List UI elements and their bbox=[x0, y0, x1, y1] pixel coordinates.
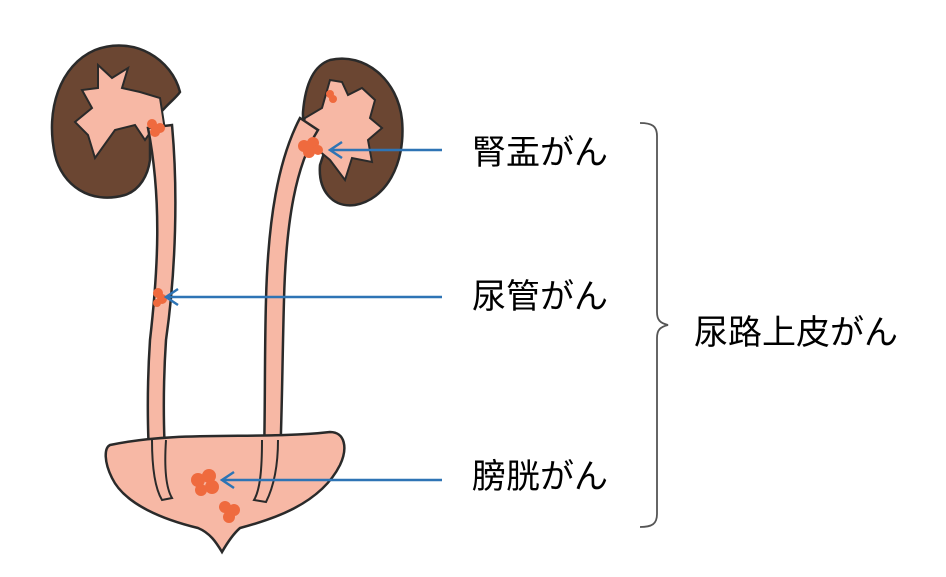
label-ureter-cancer: 尿管がん bbox=[472, 277, 608, 317]
tumor-bladder-1 bbox=[191, 469, 219, 496]
tumor-bladder-2 bbox=[219, 501, 240, 523]
arrow-bladder bbox=[219, 470, 442, 490]
right-ureter-in-bladder bbox=[252, 439, 279, 504]
tumor-right-pelvis bbox=[298, 137, 323, 158]
tumor-right-kidney-top bbox=[326, 90, 337, 103]
arrow-ureter bbox=[163, 287, 442, 307]
label-urothelial-cancer: 尿路上皮がん bbox=[694, 313, 898, 353]
label-bladder-cancer: 膀胱がん bbox=[472, 457, 608, 497]
arrow-renal-pelvis bbox=[327, 140, 442, 160]
label-renal-pelvis-cancer: 腎盂がん bbox=[472, 133, 608, 173]
tumor-left-pelvis bbox=[147, 119, 165, 137]
left-ureter-in-bladder bbox=[151, 439, 174, 502]
bladder bbox=[104, 430, 346, 555]
curly-bracket bbox=[639, 122, 669, 528]
left-renal-pelvis bbox=[73, 62, 167, 161]
